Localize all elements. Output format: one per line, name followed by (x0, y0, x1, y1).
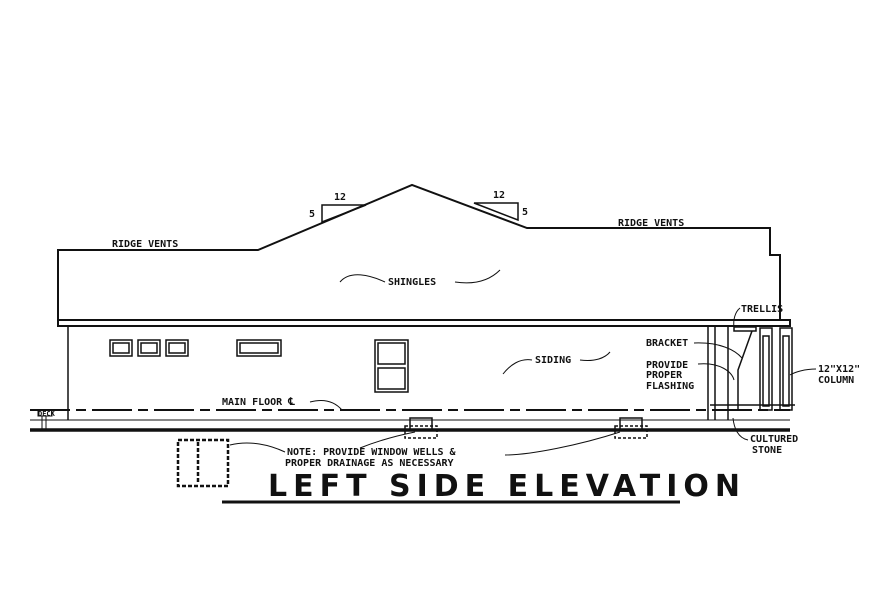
eave-fascia (57, 319, 791, 327)
flashing-label-1: PROVIDE (646, 360, 688, 371)
leader-line (697, 363, 735, 381)
deck-box (37, 409, 53, 417)
pitch-triangle-right (473, 202, 519, 222)
bracket-label: BRACKET (646, 338, 688, 349)
main-floor-label: MAIN FLOOR ℄ (222, 397, 295, 408)
leader-line (339, 274, 386, 283)
leader-line (454, 269, 501, 284)
column-label-1: 12"X12" (818, 364, 860, 375)
pitch-rise-right: 5 (522, 207, 528, 218)
flashing-label-3: FLASHING (646, 381, 694, 392)
ridge-vents-label-left: RIDGE VENTS (112, 239, 178, 250)
column-label-2: COLUMN (818, 375, 854, 386)
roof-outline (57, 183, 781, 320)
flashing-label-2: PROPER (646, 370, 683, 381)
wall-outline (67, 326, 729, 420)
leader-line (732, 417, 749, 441)
note-leaders (229, 431, 621, 456)
drawing-title: LEFT SIDE ELEVATION (268, 469, 746, 504)
windows (109, 339, 409, 393)
deck-label: DECK (38, 410, 56, 418)
porch (710, 326, 795, 411)
pitch-rise-left: 5 (309, 209, 315, 220)
leader-line (693, 342, 743, 359)
pitch-run-right: 12 (493, 190, 505, 201)
deck-posts (41, 416, 47, 430)
pitch-run-left: 12 (334, 192, 346, 203)
siding-label: SIDING (535, 355, 571, 366)
leader-line (733, 307, 741, 328)
leader-line (789, 368, 817, 376)
stone-label-2: STONE (752, 445, 782, 456)
note-line-2: PROPER DRAINAGE AS NECESSARY (285, 458, 454, 469)
ridge-vents-label-right: RIDGE VENTS (618, 218, 684, 229)
stone-label-1: CULTURED (750, 434, 798, 445)
pitch-triangle-left (321, 204, 367, 224)
note-line-1: NOTE: PROVIDE WINDOW WELLS & (287, 447, 457, 458)
trellis-label: TRELLIS (741, 304, 783, 315)
shingles-label: SHINGLES (388, 277, 436, 288)
leader-line (502, 351, 611, 375)
window-wells (176, 417, 648, 488)
leader-line (309, 399, 343, 411)
